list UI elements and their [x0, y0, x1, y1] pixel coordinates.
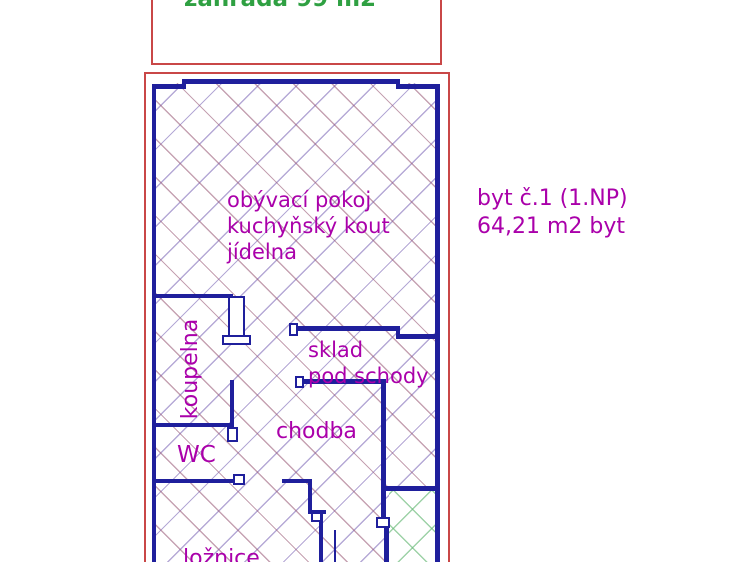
wall-segment	[299, 379, 386, 384]
garden-outline	[151, 0, 442, 65]
wall-segment	[152, 294, 233, 298]
storage-line1: sklad	[308, 338, 364, 362]
room-label-storage: sklad pod schody	[308, 337, 429, 389]
wall-segment	[308, 479, 312, 514]
wall-segment	[396, 326, 400, 339]
wall-segment	[386, 486, 440, 491]
room-label-wc: WC	[177, 442, 216, 468]
door-jamb	[289, 323, 298, 336]
wall-segment	[396, 84, 438, 89]
living-line1: obývací pokoj	[227, 188, 372, 212]
door-jamb	[376, 517, 390, 528]
storage-line2: pod schody	[308, 364, 429, 388]
wall-segment	[152, 84, 156, 562]
door-jamb	[228, 296, 245, 338]
wall-segment	[230, 380, 234, 427]
garden-label: zahrada 99 m2	[184, 0, 376, 12]
door-jamb	[311, 512, 322, 522]
living-line2: kuchyňský kout	[227, 214, 390, 238]
living-line3: jídelna	[227, 240, 297, 264]
door-jamb	[295, 376, 304, 388]
unit-title-line1: byt č.1 (1.NP)	[477, 186, 628, 211]
door-jamb	[222, 335, 251, 345]
room-label-hallway: chodba	[276, 419, 357, 444]
wall-segment	[282, 479, 312, 483]
room-label-bathroom: koupelna	[178, 318, 203, 420]
wall-segment	[381, 379, 386, 520]
unit-title-line2: 64,21 m2 byt	[477, 214, 626, 239]
room-label-living: obývací pokoj kuchyňský kout jídelna	[227, 187, 390, 265]
door-jamb	[227, 427, 238, 442]
terrace-floor-hatch	[389, 491, 436, 562]
wall-segment	[384, 528, 389, 562]
wall-segment	[334, 530, 336, 562]
wall-segment	[152, 84, 186, 89]
door-jamb	[233, 474, 245, 485]
house-outline	[144, 72, 450, 562]
wall-segment	[396, 334, 436, 339]
wall-segment	[152, 423, 234, 427]
wall-segment	[152, 479, 240, 483]
wall-segment	[319, 514, 323, 562]
wall-segment	[435, 84, 440, 562]
unit-title: byt č.1 (1.NP) 64,21 m2 byt	[477, 185, 628, 241]
wall-segment	[294, 326, 400, 331]
room-label-bedroom: ložnice	[183, 546, 260, 562]
wall-segment	[182, 79, 400, 84]
